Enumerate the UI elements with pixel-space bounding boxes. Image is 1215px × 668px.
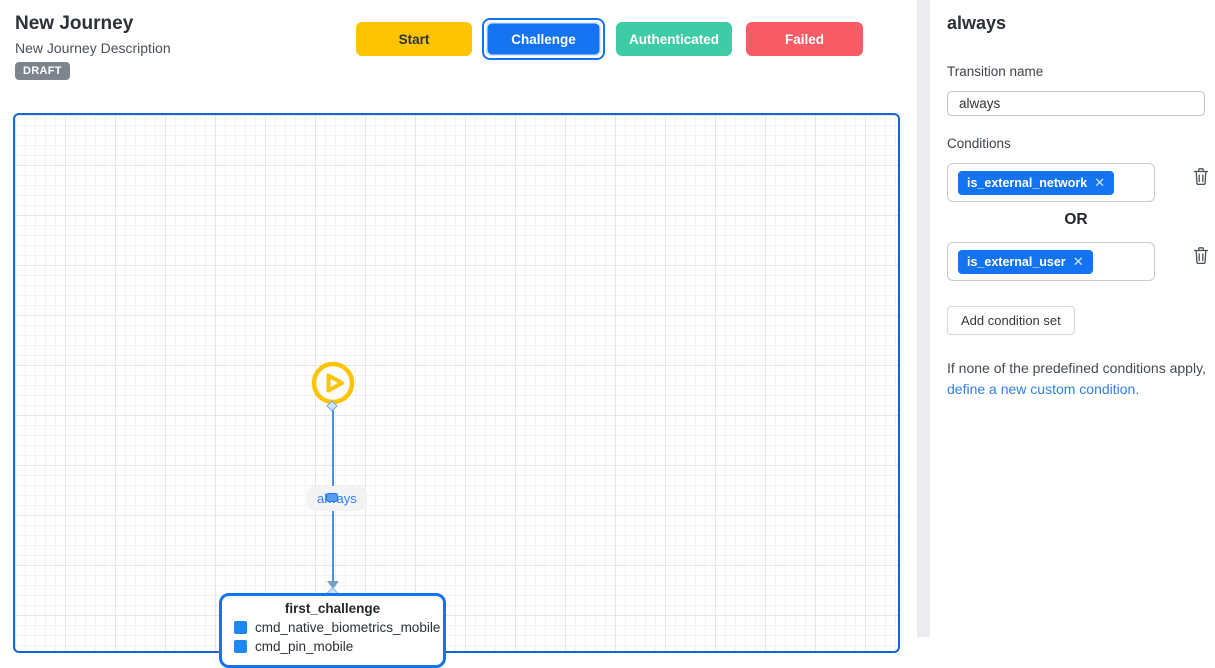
delete-condition-set-button[interactable] (1192, 167, 1210, 187)
node-command-row[interactable]: cmd_native_biometrics_mobile (234, 620, 443, 635)
command-icon (234, 640, 247, 653)
condition-chip-label: is_external_network (967, 176, 1088, 190)
panel-title: always (947, 13, 1007, 33)
failed-button[interactable]: Failed (746, 22, 863, 56)
condition-chip[interactable]: is_external_network ✕ (958, 171, 1115, 195)
remove-condition-icon[interactable]: ✕ (1072, 254, 1084, 269)
start-node[interactable] (311, 361, 355, 405)
trash-icon (1193, 247, 1209, 265)
page-description: New Journey Description (15, 40, 171, 56)
challenge-button-selected-ring: Challenge (482, 18, 605, 60)
condition-badge-icon[interactable] (326, 493, 338, 502)
transition-name-input[interactable] (947, 91, 1205, 116)
page-title: New Journey (15, 13, 134, 34)
node-command-row[interactable]: cmd_pin_mobile (234, 639, 443, 654)
challenge-step-node[interactable]: first_challenge cmd_native_biometrics_mo… (219, 593, 446, 668)
edge-arrowhead-icon (327, 581, 339, 589)
condition-chip-label: is_external_user (967, 255, 1066, 269)
play-icon (311, 361, 355, 405)
hint-text: If none of the predefined conditions app… (947, 360, 1206, 376)
panel-divider (917, 0, 930, 637)
condition-set[interactable]: is_external_user ✕ (947, 242, 1155, 281)
conditions-label: Conditions (947, 136, 1011, 151)
remove-condition-icon[interactable]: ✕ (1094, 175, 1106, 190)
add-condition-set-button[interactable]: Add condition set (947, 306, 1075, 335)
challenge-button[interactable]: Challenge (486, 22, 601, 56)
condition-set[interactable]: is_external_network ✕ (947, 163, 1155, 202)
status-badge: DRAFT (15, 62, 70, 80)
journey-canvas[interactable]: always first_challenge cmd_native_biomet… (13, 113, 900, 668)
command-label: cmd_native_biometrics_mobile (255, 620, 441, 635)
trash-icon (1193, 168, 1209, 186)
define-custom-condition-link[interactable]: define a new custom condition. (947, 381, 1140, 397)
command-label: cmd_pin_mobile (255, 639, 354, 654)
authenticated-button[interactable]: Authenticated (616, 22, 732, 56)
or-separator: OR (1064, 211, 1088, 228)
transition-name-label: Transition name (947, 64, 1044, 79)
delete-condition-set-button[interactable] (1192, 246, 1210, 266)
condition-chip[interactable]: is_external_user ✕ (958, 250, 1093, 274)
start-button[interactable]: Start (356, 22, 472, 56)
node-title: first_challenge (284, 601, 381, 616)
custom-condition-hint: If none of the predefined conditions app… (947, 358, 1209, 400)
command-icon (234, 621, 247, 634)
